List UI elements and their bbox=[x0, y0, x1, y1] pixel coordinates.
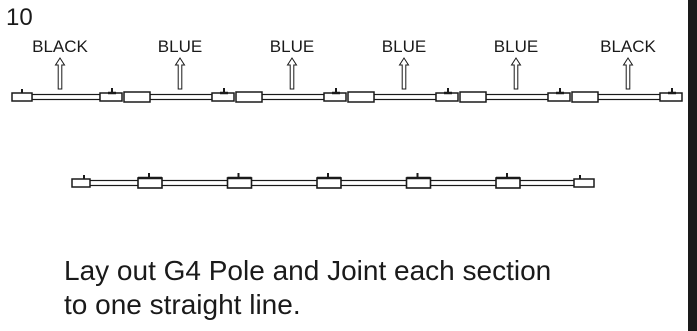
joint-sleeve bbox=[137, 177, 163, 189]
pole-tip bbox=[71, 178, 91, 188]
pole-section: BLUE bbox=[123, 37, 235, 103]
label-arrow bbox=[54, 57, 66, 90]
joint-sleeve bbox=[495, 177, 521, 189]
label-arrow bbox=[174, 57, 186, 90]
instruction-line-1: Lay out G4 Pole and Joint each section bbox=[64, 255, 552, 286]
pole-section: BLUE bbox=[459, 37, 571, 103]
page-edge-bar bbox=[688, 0, 697, 331]
section-color-label: BLUE bbox=[382, 37, 426, 56]
pole-section: BLACK bbox=[571, 37, 683, 103]
section-color-label: BLUE bbox=[494, 37, 538, 56]
pole-joint bbox=[405, 173, 432, 189]
pole-tube bbox=[261, 93, 325, 101]
pole-joint bbox=[495, 173, 521, 189]
joint-sleeve bbox=[405, 177, 432, 189]
pole-section: BLUE bbox=[347, 37, 459, 103]
step-number: 10 bbox=[6, 4, 33, 31]
joint-sleeve bbox=[316, 177, 342, 189]
label-arrow bbox=[622, 57, 634, 90]
pole-joint bbox=[316, 173, 342, 189]
label-arrow bbox=[398, 57, 410, 90]
section-color-label: BLACK bbox=[32, 37, 88, 56]
pole-tube bbox=[597, 93, 661, 101]
pole-joint bbox=[226, 173, 253, 189]
instruction-text: Lay out G4 Pole and Joint each section t… bbox=[64, 254, 551, 322]
joint-sleeve bbox=[571, 91, 599, 103]
joint-sleeve bbox=[459, 91, 487, 103]
section-color-label: BLUE bbox=[158, 37, 202, 56]
pole-section: BLUE bbox=[235, 37, 347, 103]
pole-tube bbox=[31, 93, 101, 101]
pole-tube bbox=[149, 93, 213, 101]
joint-sleeve bbox=[347, 91, 375, 103]
pole-tube bbox=[485, 93, 549, 101]
section-color-label: BLUE bbox=[270, 37, 314, 56]
pole-section: BLACK bbox=[11, 37, 123, 102]
separated-pole-sections-row: BLACK BLUE BLUE BLUE BLUE BLACK bbox=[11, 37, 683, 103]
pole-tip bbox=[573, 178, 595, 188]
label-arrow bbox=[510, 57, 522, 90]
pole-tip bbox=[11, 92, 33, 102]
label-arrow bbox=[286, 57, 298, 90]
joint-sleeve bbox=[226, 177, 253, 189]
instruction-line-2: to one straight line. bbox=[64, 289, 301, 320]
section-color-label: BLACK bbox=[600, 37, 656, 56]
pole-tube bbox=[373, 93, 437, 101]
joint-sleeve bbox=[235, 91, 263, 103]
pole-joint bbox=[137, 173, 163, 189]
joined-pole-row bbox=[71, 173, 595, 189]
joint-sleeve bbox=[123, 91, 151, 103]
